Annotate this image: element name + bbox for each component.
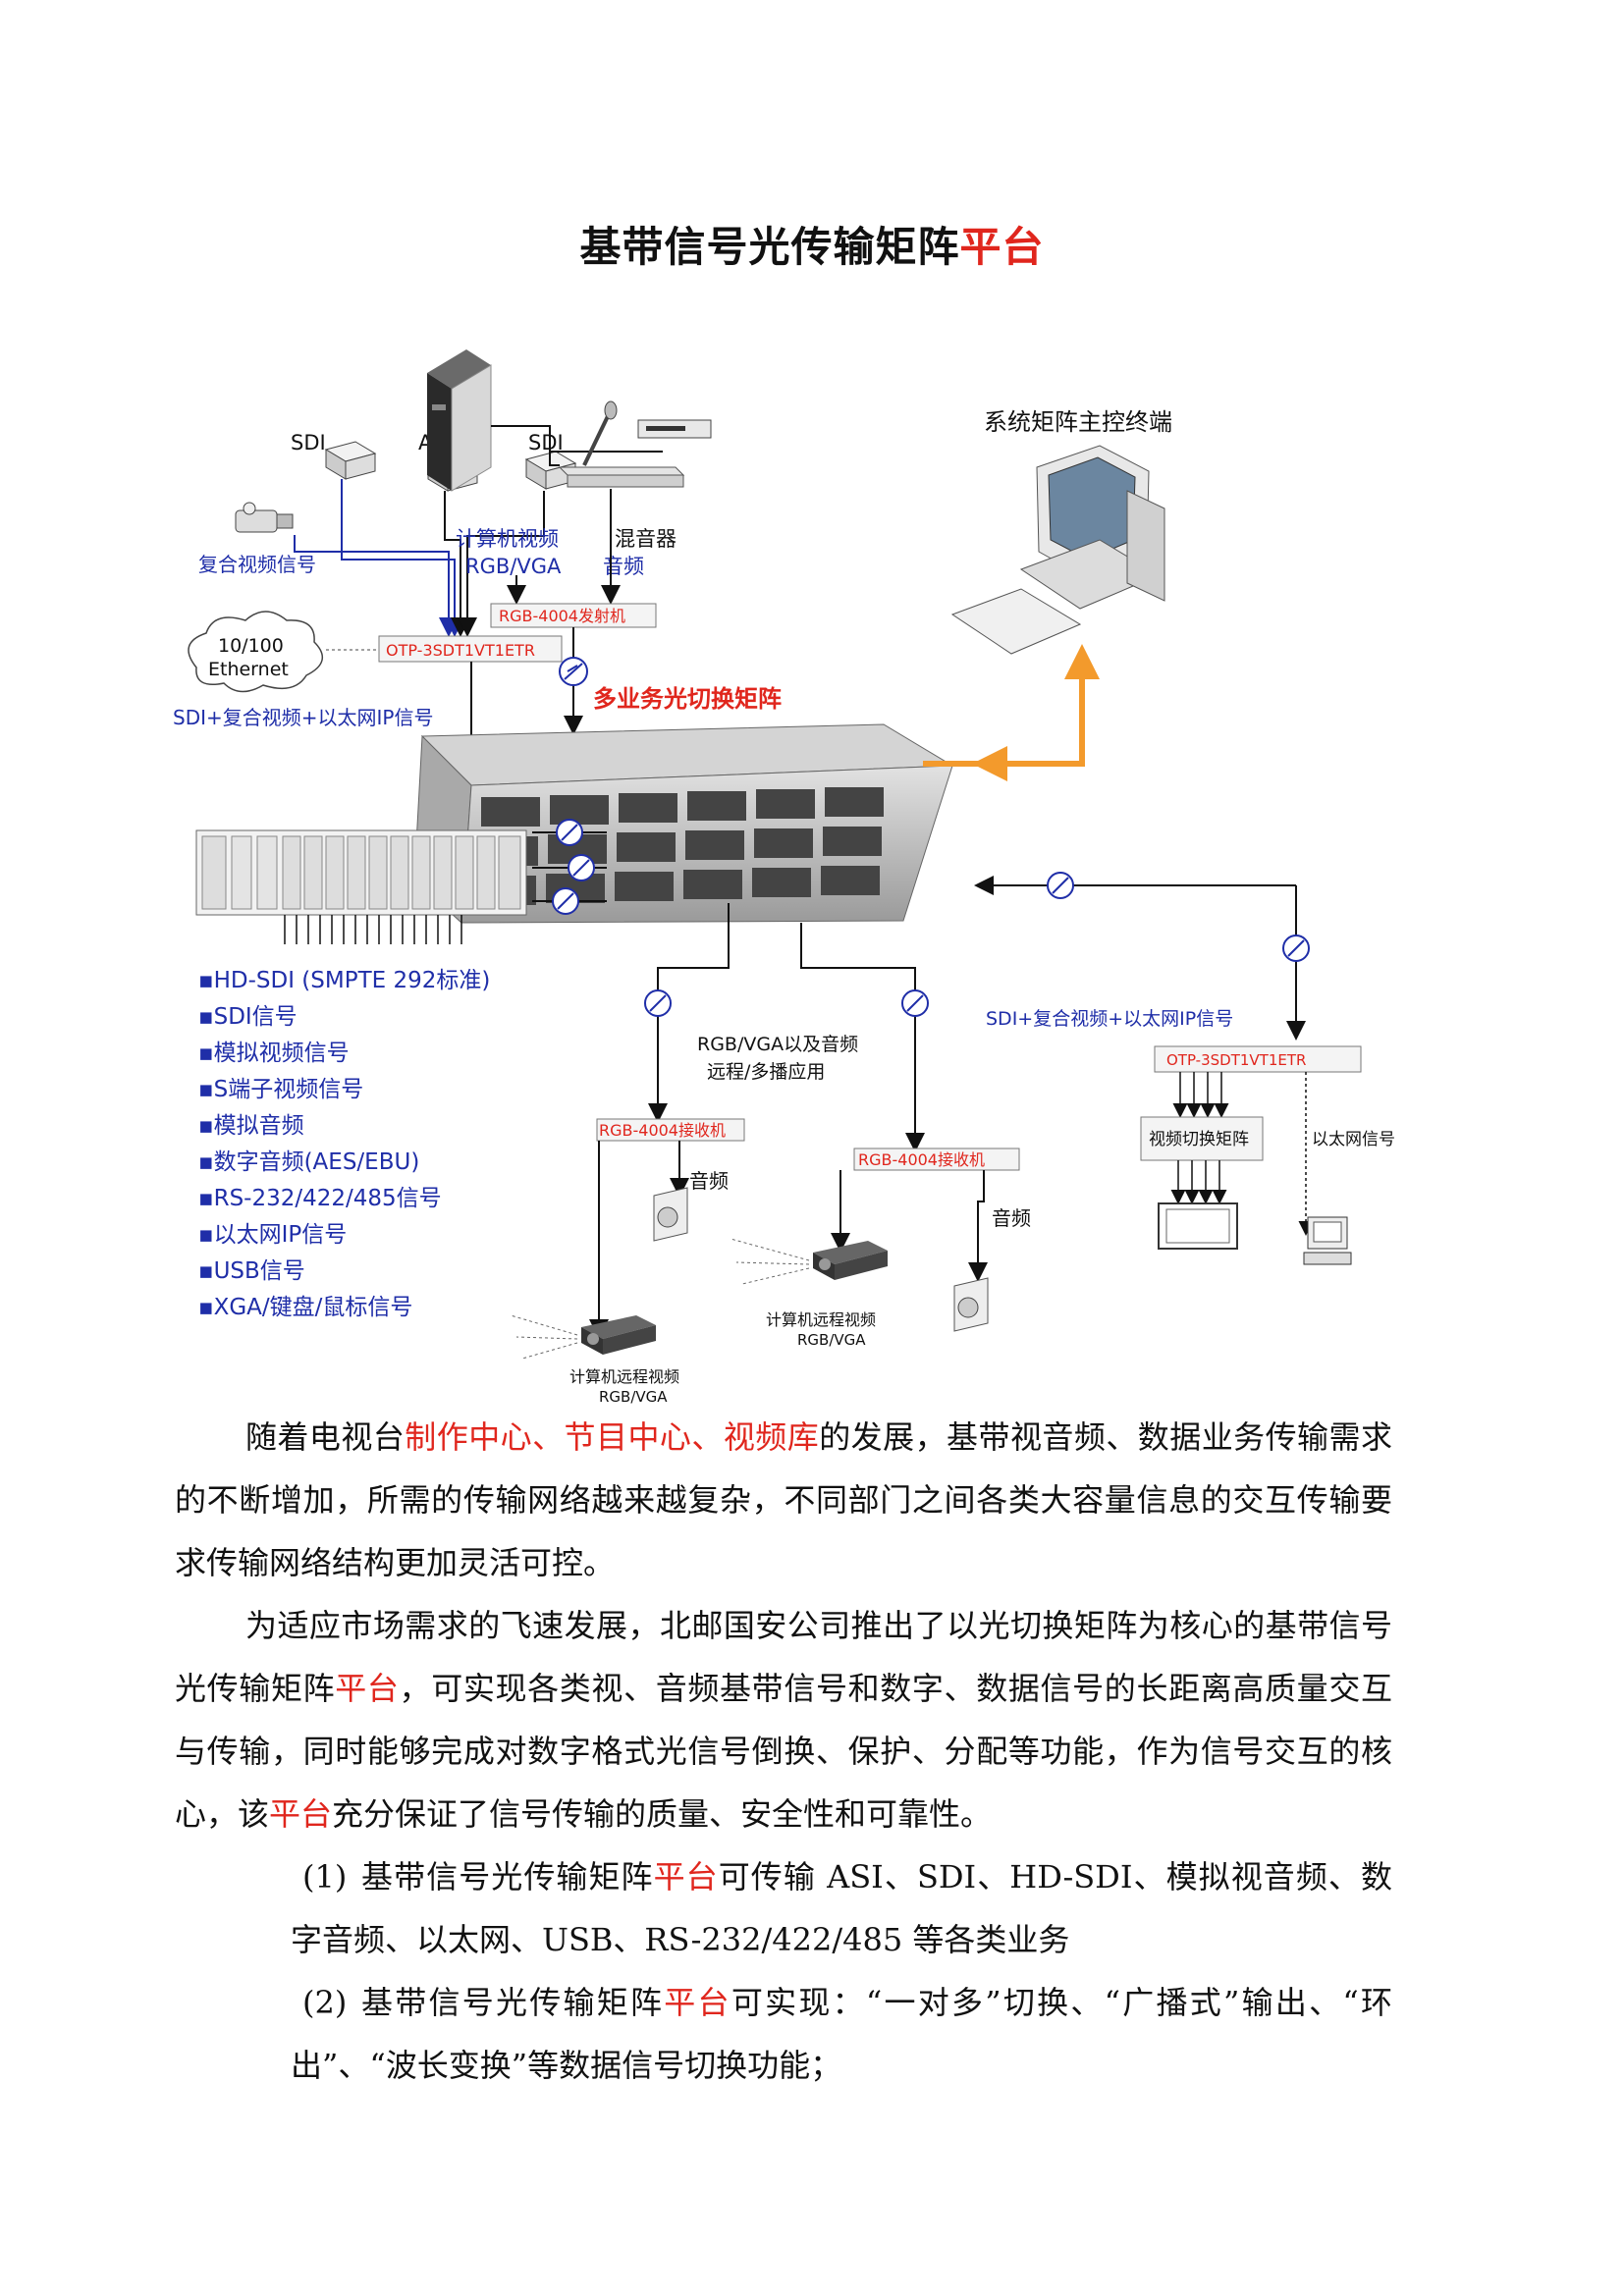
signal-list: ▪HD-SDI (SMPTE 292标准) ▪SDI信号 ▪模拟视频信号 ▪S端… [198,968,490,1320]
label-matrix: 多业务光切换矩阵 [593,685,782,713]
label-video-switch: 视频切换矩阵 [1149,1130,1249,1149]
label-remote-rgb-1: RGB/VGA [599,1388,668,1404]
fiber-icon-top [559,657,588,686]
signal-item: ▪S端子视频信号 [198,1077,363,1102]
rack-output-arrows [284,915,462,944]
label-rgb-receiver-2: RGB-4004接收机 [858,1150,985,1169]
label-audio-mixer: 音频 [603,555,644,578]
label-otp-left: OTP-3SDT1VT1ETR [386,641,535,660]
monitor-icon [1158,1202,1238,1250]
signal-item: ▪HD-SDI (SMPTE 292标准) [198,968,490,993]
signal-item: ▪数字音频(AES/EBU) [198,1149,419,1175]
left-rack-chassis [195,829,527,916]
rgb-receiver-1-box [596,1118,745,1142]
label-mixer: 混音器 [615,527,677,551]
label-audio-rx2: 音频 [992,1206,1031,1230]
network-pc-icon [1303,1216,1352,1265]
label-rgb-transmitter: RGB-4004发射机 [499,607,625,625]
optical-matrix-chassis [413,723,954,925]
body-text: 随着电视台制作中心、节目中心、视频库的发展，基带视音频、数据业务传输需求的不断增… [175,1406,1392,2097]
title-main: 基带信号光传输矩阵 [579,223,960,271]
fiber-icons-right [1047,872,1310,962]
signal-item: ▪SDI信号 [198,1004,298,1030]
label-audio-rx1: 音频 [689,1169,729,1193]
speaker-icon-2 [953,1277,989,1332]
projector-icon-2 [730,1238,888,1285]
label-composite-video: 复合视频信号 [198,553,316,576]
sdi-box-1-icon [324,441,377,480]
label-rgb-audio-line2: 远程/多播应用 [707,1061,825,1083]
label-remote-video-1: 计算机远程视频 [569,1367,679,1386]
camera-icon [235,502,294,533]
label-sdi-1: SDI [291,431,326,454]
label-eth-signal: 以太网信号 [1312,1130,1395,1149]
control-terminal-pc-icon [950,445,1165,655]
signal-item: ▪模拟音频 [198,1113,304,1139]
label-ethernet-line2: Ethernet [208,659,289,680]
list-item-2: (2)基带信号光传输矩阵平台可实现：“一对多”切换、“广播式”输出、“环出”、“… [291,1984,1392,2084]
paragraph-2: 为适应市场需求的飞速发展，北邮国安公司推出了以光切换矩阵为核心的基带信号光传输矩… [175,1607,1392,1833]
label-sdi-composite-eth-right: SDI+复合视频+以太网IP信号 [986,1008,1233,1030]
pc-tower-icon [427,349,492,492]
rgb-receiver-2-box [853,1148,1020,1171]
signal-item: ▪RS-232/422/485信号 [198,1186,442,1211]
fiber-icons-bottom [644,989,929,1017]
label-control-terminal: 系统矩阵主控终端 [984,408,1172,436]
label-computer-video: 计算机视频 [456,527,559,551]
list-item-1: (1)基带信号光传输矩阵平台可传输 ASI、SDI、HD-SDI、模拟视音频、数… [291,1858,1392,1958]
signal-item: ▪以太网IP信号 [198,1222,347,1248]
label-ethernet-line1: 10/100 [218,635,284,657]
label-rgb-audio-line1: RGB/VGA以及音频 [697,1034,858,1055]
fiber-icons-rack [552,819,595,915]
microphone-icon [582,400,618,466]
otp-right-box [1154,1045,1362,1073]
label-rgb-vga: RGB/VGA [465,555,562,578]
projector-icon-1 [510,1314,656,1360]
system-diagram: SDI ASI SDI 复合视频信号 OTP-3SDT1VT1ETR 10/10… [173,349,1395,1404]
signal-item: ▪模拟视频信号 [198,1041,350,1066]
label-sdi-composite-eth-left: SDI+复合视频+以太网IP信号 [173,706,433,729]
signal-item: ▪USB信号 [198,1258,305,1284]
mixer-icon [558,466,685,488]
page-title: 基带信号光传输矩阵平台 [0,214,1624,274]
video-switch-box [1140,1116,1264,1161]
ethernet-cloud-icon [188,611,323,693]
label-rgb-receiver-1: RGB-4004接收机 [599,1121,726,1140]
label-remote-video-2: 计算机远程视频 [766,1310,876,1329]
speaker-icon-1 [653,1187,688,1242]
signal-item: ▪XGA/键盘/鼠标信号 [198,1295,412,1320]
title-highlight: 平台 [959,223,1045,271]
paragraph-1: 随着电视台制作中心、节目中心、视频库的发展，基带视音频、数据业务传输需求的不断增… [175,1418,1392,1581]
label-otp-right: OTP-3SDT1VT1ETR [1166,1051,1306,1069]
cd-drive-icon [637,419,712,439]
orange-link-vertical [923,644,1100,767]
label-remote-rgb-2: RGB/VGA [797,1331,866,1349]
